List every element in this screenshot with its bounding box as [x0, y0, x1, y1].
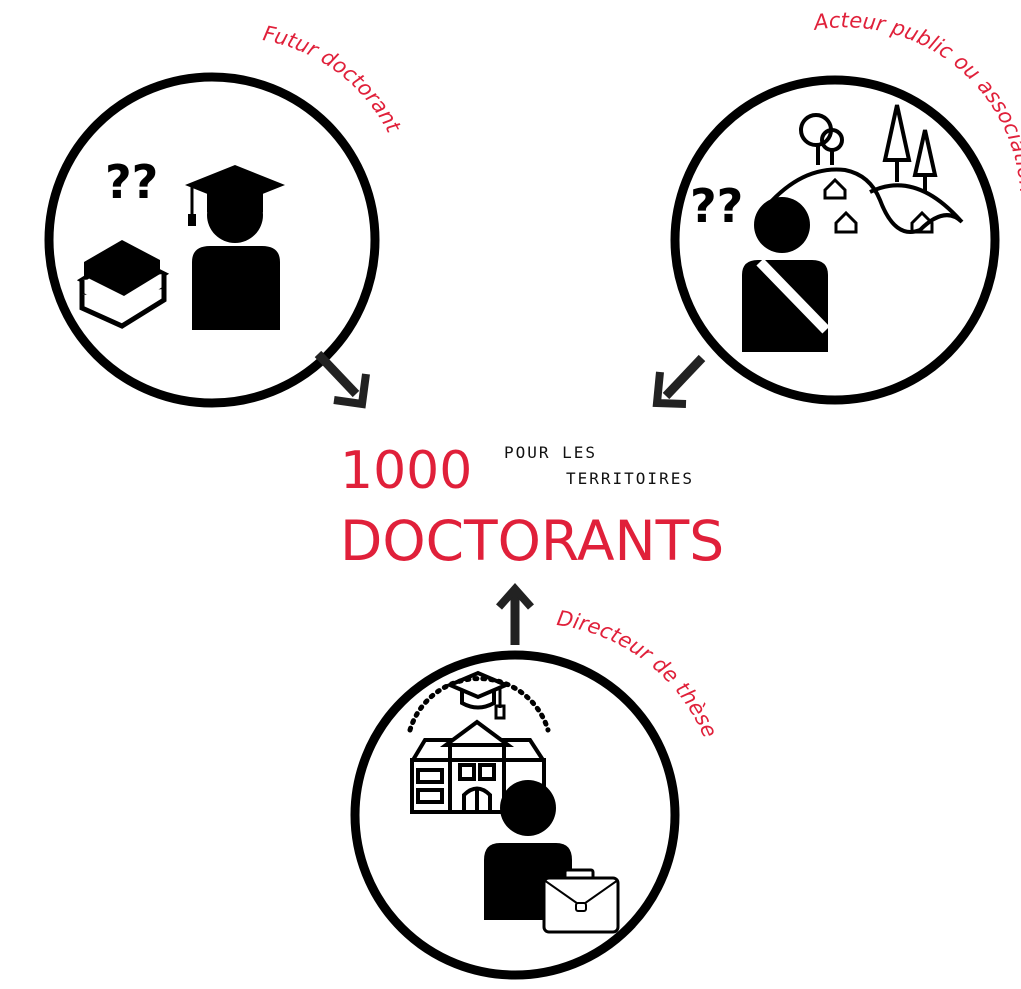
title-line2: TERRITOIRES — [566, 469, 694, 488]
arrow-from-public-actor — [652, 354, 706, 408]
student-node: ?? Futur doctorant — [44, 21, 406, 408]
graduate-icon — [185, 165, 285, 330]
dotted-arc — [407, 676, 551, 733]
official-person-icon — [742, 197, 830, 352]
mortarboard-icon — [444, 670, 512, 720]
title-number: 1000 — [340, 441, 472, 501]
landscape-icon — [760, 104, 964, 234]
public-actor-question-marks: ?? — [690, 179, 743, 233]
supervisor-node: Directeur de thèse — [350, 606, 722, 980]
student-question-marks: ?? — [105, 155, 158, 209]
briefcase-icon — [542, 868, 620, 934]
public-actor-circle — [670, 75, 1000, 405]
public-actor-node: ?? Acteur public ou association — [670, 8, 1021, 405]
title-line1: POUR LES — [504, 443, 597, 462]
student-circle — [44, 72, 380, 408]
arrow-from-supervisor — [496, 582, 534, 645]
title-word: DOCTORANTS — [340, 509, 724, 573]
books-icon — [76, 240, 170, 329]
house-icons — [823, 177, 934, 234]
arrow-from-student — [314, 350, 370, 409]
central-title: 1000 POUR LES TERRITOIRES DOCTORANTS — [340, 441, 724, 573]
